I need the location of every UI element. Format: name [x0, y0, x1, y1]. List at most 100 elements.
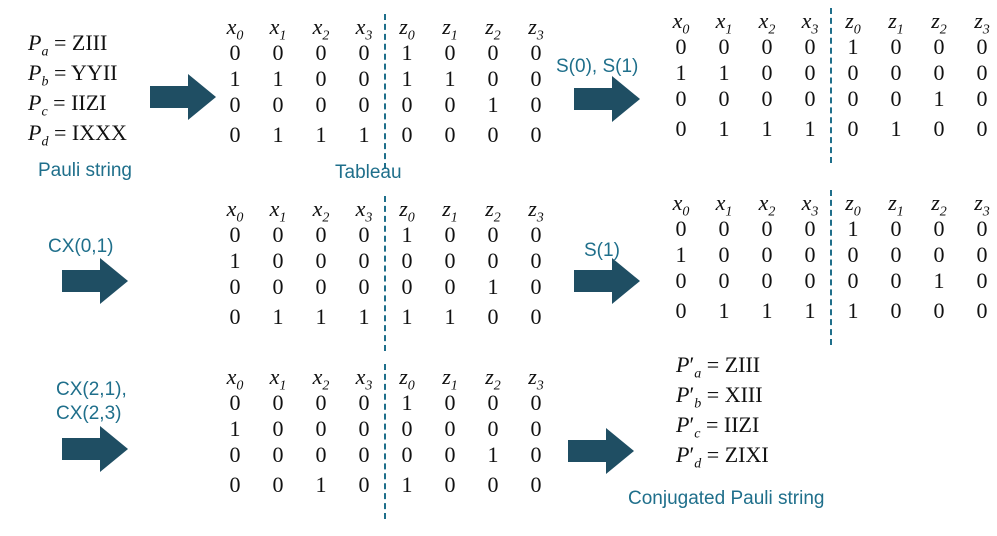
- tableau-cell: 0: [530, 222, 542, 247]
- tableau-cell: 0: [401, 248, 413, 273]
- tableau-cell: 0: [675, 298, 687, 323]
- pauli-output-line-c: P′c = IIZI: [676, 412, 760, 442]
- tableau-cell: 1: [401, 472, 413, 497]
- tableau-cell: 0: [358, 222, 370, 247]
- tableau-cell: 0: [401, 92, 413, 117]
- tableau-cell: 0: [933, 60, 945, 85]
- tableau-header-z0: z0: [399, 14, 415, 44]
- tableau-cell: 0: [272, 222, 284, 247]
- tableau-cell: 0: [229, 122, 241, 147]
- tableau-header-z0: z0: [845, 190, 861, 220]
- tableau-cell: 0: [530, 416, 542, 441]
- pauli-output-line-a: P′a = ZIII: [676, 352, 761, 382]
- tableau-cell: 0: [487, 222, 499, 247]
- tableau-cell: 0: [804, 242, 816, 267]
- tableau-cell: 0: [444, 92, 456, 117]
- tableau-cell: 0: [718, 34, 730, 59]
- tableau-cell: 0: [401, 122, 413, 147]
- tableau-cell: 0: [890, 34, 902, 59]
- tableau-header-z0: z0: [845, 8, 861, 38]
- tableau-cell: 1: [401, 40, 413, 65]
- tableau-cell: 0: [675, 216, 687, 241]
- tableau-cell: 0: [804, 86, 816, 111]
- tableau-cell: 0: [933, 216, 945, 241]
- tableau-cell: 0: [804, 60, 816, 85]
- tableau-cell: 0: [804, 34, 816, 59]
- tableau-cell: 0: [229, 442, 241, 467]
- tableau-cell: 1: [358, 122, 370, 147]
- tableau-header-x3: x3: [355, 14, 373, 44]
- tableau-cell: 0: [315, 416, 327, 441]
- tableau-divider: [384, 364, 386, 519]
- tableau-cell: 0: [487, 40, 499, 65]
- tableau-cell: 1: [761, 298, 773, 323]
- tableau-cell: 0: [272, 248, 284, 273]
- tableau-cell: 1: [229, 416, 241, 441]
- tableau-cell: 1: [804, 116, 816, 141]
- tableau-cell: 0: [530, 122, 542, 147]
- tableau-cell: 1: [444, 66, 456, 91]
- tableau-cell: 0: [229, 92, 241, 117]
- tableau-cell: 1: [444, 304, 456, 329]
- arrow-right-icon: [62, 426, 128, 472]
- tableau-header-x1: x1: [269, 196, 287, 226]
- tableau-cell: 0: [976, 86, 988, 111]
- tableau-cell: 0: [933, 298, 945, 323]
- tableau-header-x2: x2: [312, 14, 330, 44]
- tableau-cell: 0: [487, 304, 499, 329]
- tableau-cell: 0: [804, 216, 816, 241]
- tableau-cell: 0: [847, 60, 859, 85]
- tableau-cell: 0: [933, 242, 945, 267]
- tableau-cell: 0: [315, 66, 327, 91]
- tableau-header-x2: x2: [312, 196, 330, 226]
- tableau-cell: 0: [315, 390, 327, 415]
- tableau-cell: 0: [847, 242, 859, 267]
- tableau-cell: 0: [229, 304, 241, 329]
- tableau-cell: 0: [530, 40, 542, 65]
- tableau-cell: 0: [804, 268, 816, 293]
- tableau-cell: 0: [444, 222, 456, 247]
- tableau-cell: 0: [487, 66, 499, 91]
- tableau-cell: 1: [401, 222, 413, 247]
- tableau-cell: 0: [444, 416, 456, 441]
- tableau-cell: 1: [675, 60, 687, 85]
- tableau-cell: 1: [315, 122, 327, 147]
- tableau-cell: 0: [847, 268, 859, 293]
- tableau-cell: 0: [229, 222, 241, 247]
- arrow-right-icon: [574, 258, 640, 304]
- tableau-cell: 1: [229, 248, 241, 273]
- tableau-cell: 0: [675, 34, 687, 59]
- tableau-cell: 0: [315, 222, 327, 247]
- tableau-cell: 1: [933, 86, 945, 111]
- tableau-cell: 0: [933, 116, 945, 141]
- tableau-cell: 0: [718, 268, 730, 293]
- tableau-cell: 1: [358, 304, 370, 329]
- tableau-header-z1: z1: [442, 364, 458, 394]
- pauli-string-caption: Pauli string: [38, 160, 132, 181]
- tableau-cell: 0: [229, 472, 241, 497]
- tableau-cell: 0: [761, 268, 773, 293]
- tableau-cell: 0: [976, 298, 988, 323]
- tableau-cell: 0: [487, 472, 499, 497]
- tableau-header-x0: x0: [672, 8, 690, 38]
- step-label-cx01: CX(0,1): [48, 236, 114, 257]
- tableau-header-x3: x3: [801, 190, 819, 220]
- tableau-cell: 0: [530, 304, 542, 329]
- tableau-cell: 1: [487, 274, 499, 299]
- tableau-cell: 1: [315, 472, 327, 497]
- tableau-cell: 1: [718, 116, 730, 141]
- tableau-cell: 0: [229, 40, 241, 65]
- tableau-cell: 0: [890, 86, 902, 111]
- tableau-cell: 0: [530, 390, 542, 415]
- tableau-header-x0: x0: [226, 14, 244, 44]
- tableau-cell: 0: [847, 86, 859, 111]
- tableau-cell: 0: [272, 40, 284, 65]
- tableau-cell: 1: [272, 66, 284, 91]
- tableau-cell: 1: [761, 116, 773, 141]
- tableau-cell: 0: [530, 472, 542, 497]
- tableau-cell: 0: [890, 242, 902, 267]
- tableau-cell: 0: [315, 274, 327, 299]
- tableau-cell: 0: [272, 416, 284, 441]
- tableau-cell: 0: [358, 248, 370, 273]
